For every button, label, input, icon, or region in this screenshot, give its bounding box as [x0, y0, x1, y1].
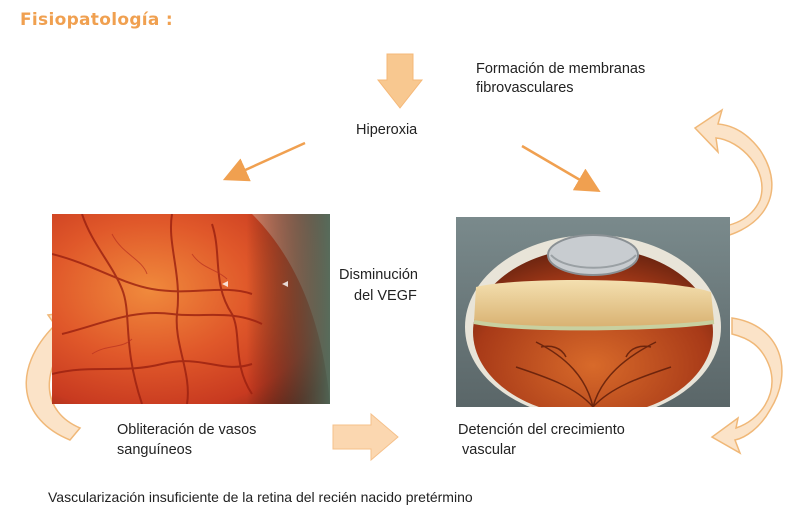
down-arrow-icon: [378, 54, 422, 108]
label-obliteracion-line1: Obliteración de vasos: [117, 421, 256, 440]
label-hiperoxia: Hiperoxia: [356, 121, 417, 140]
label-obliteracion-line2: sanguíneos: [117, 441, 192, 460]
label-formacion-line1: Formación de membranas: [476, 60, 645, 79]
label-disminucion-line1: Disminución: [339, 266, 418, 285]
arrow-to-right-icon: [522, 146, 592, 187]
label-detencion-line2: vascular: [462, 441, 516, 460]
eye-cross-section-illustration: [456, 217, 730, 407]
caption: Vascularización insuficiente de la retin…: [48, 488, 473, 507]
label-disminucion-line2: del VEGF: [354, 287, 417, 306]
label-formacion-line2: fibrovasculares: [476, 79, 574, 98]
right-block-arrow-icon: [333, 414, 398, 460]
retina-fundus-photo: [52, 214, 330, 404]
label-detencion-line1: Detención del crecimiento: [458, 421, 625, 440]
arrow-to-left-icon: [232, 143, 305, 176]
